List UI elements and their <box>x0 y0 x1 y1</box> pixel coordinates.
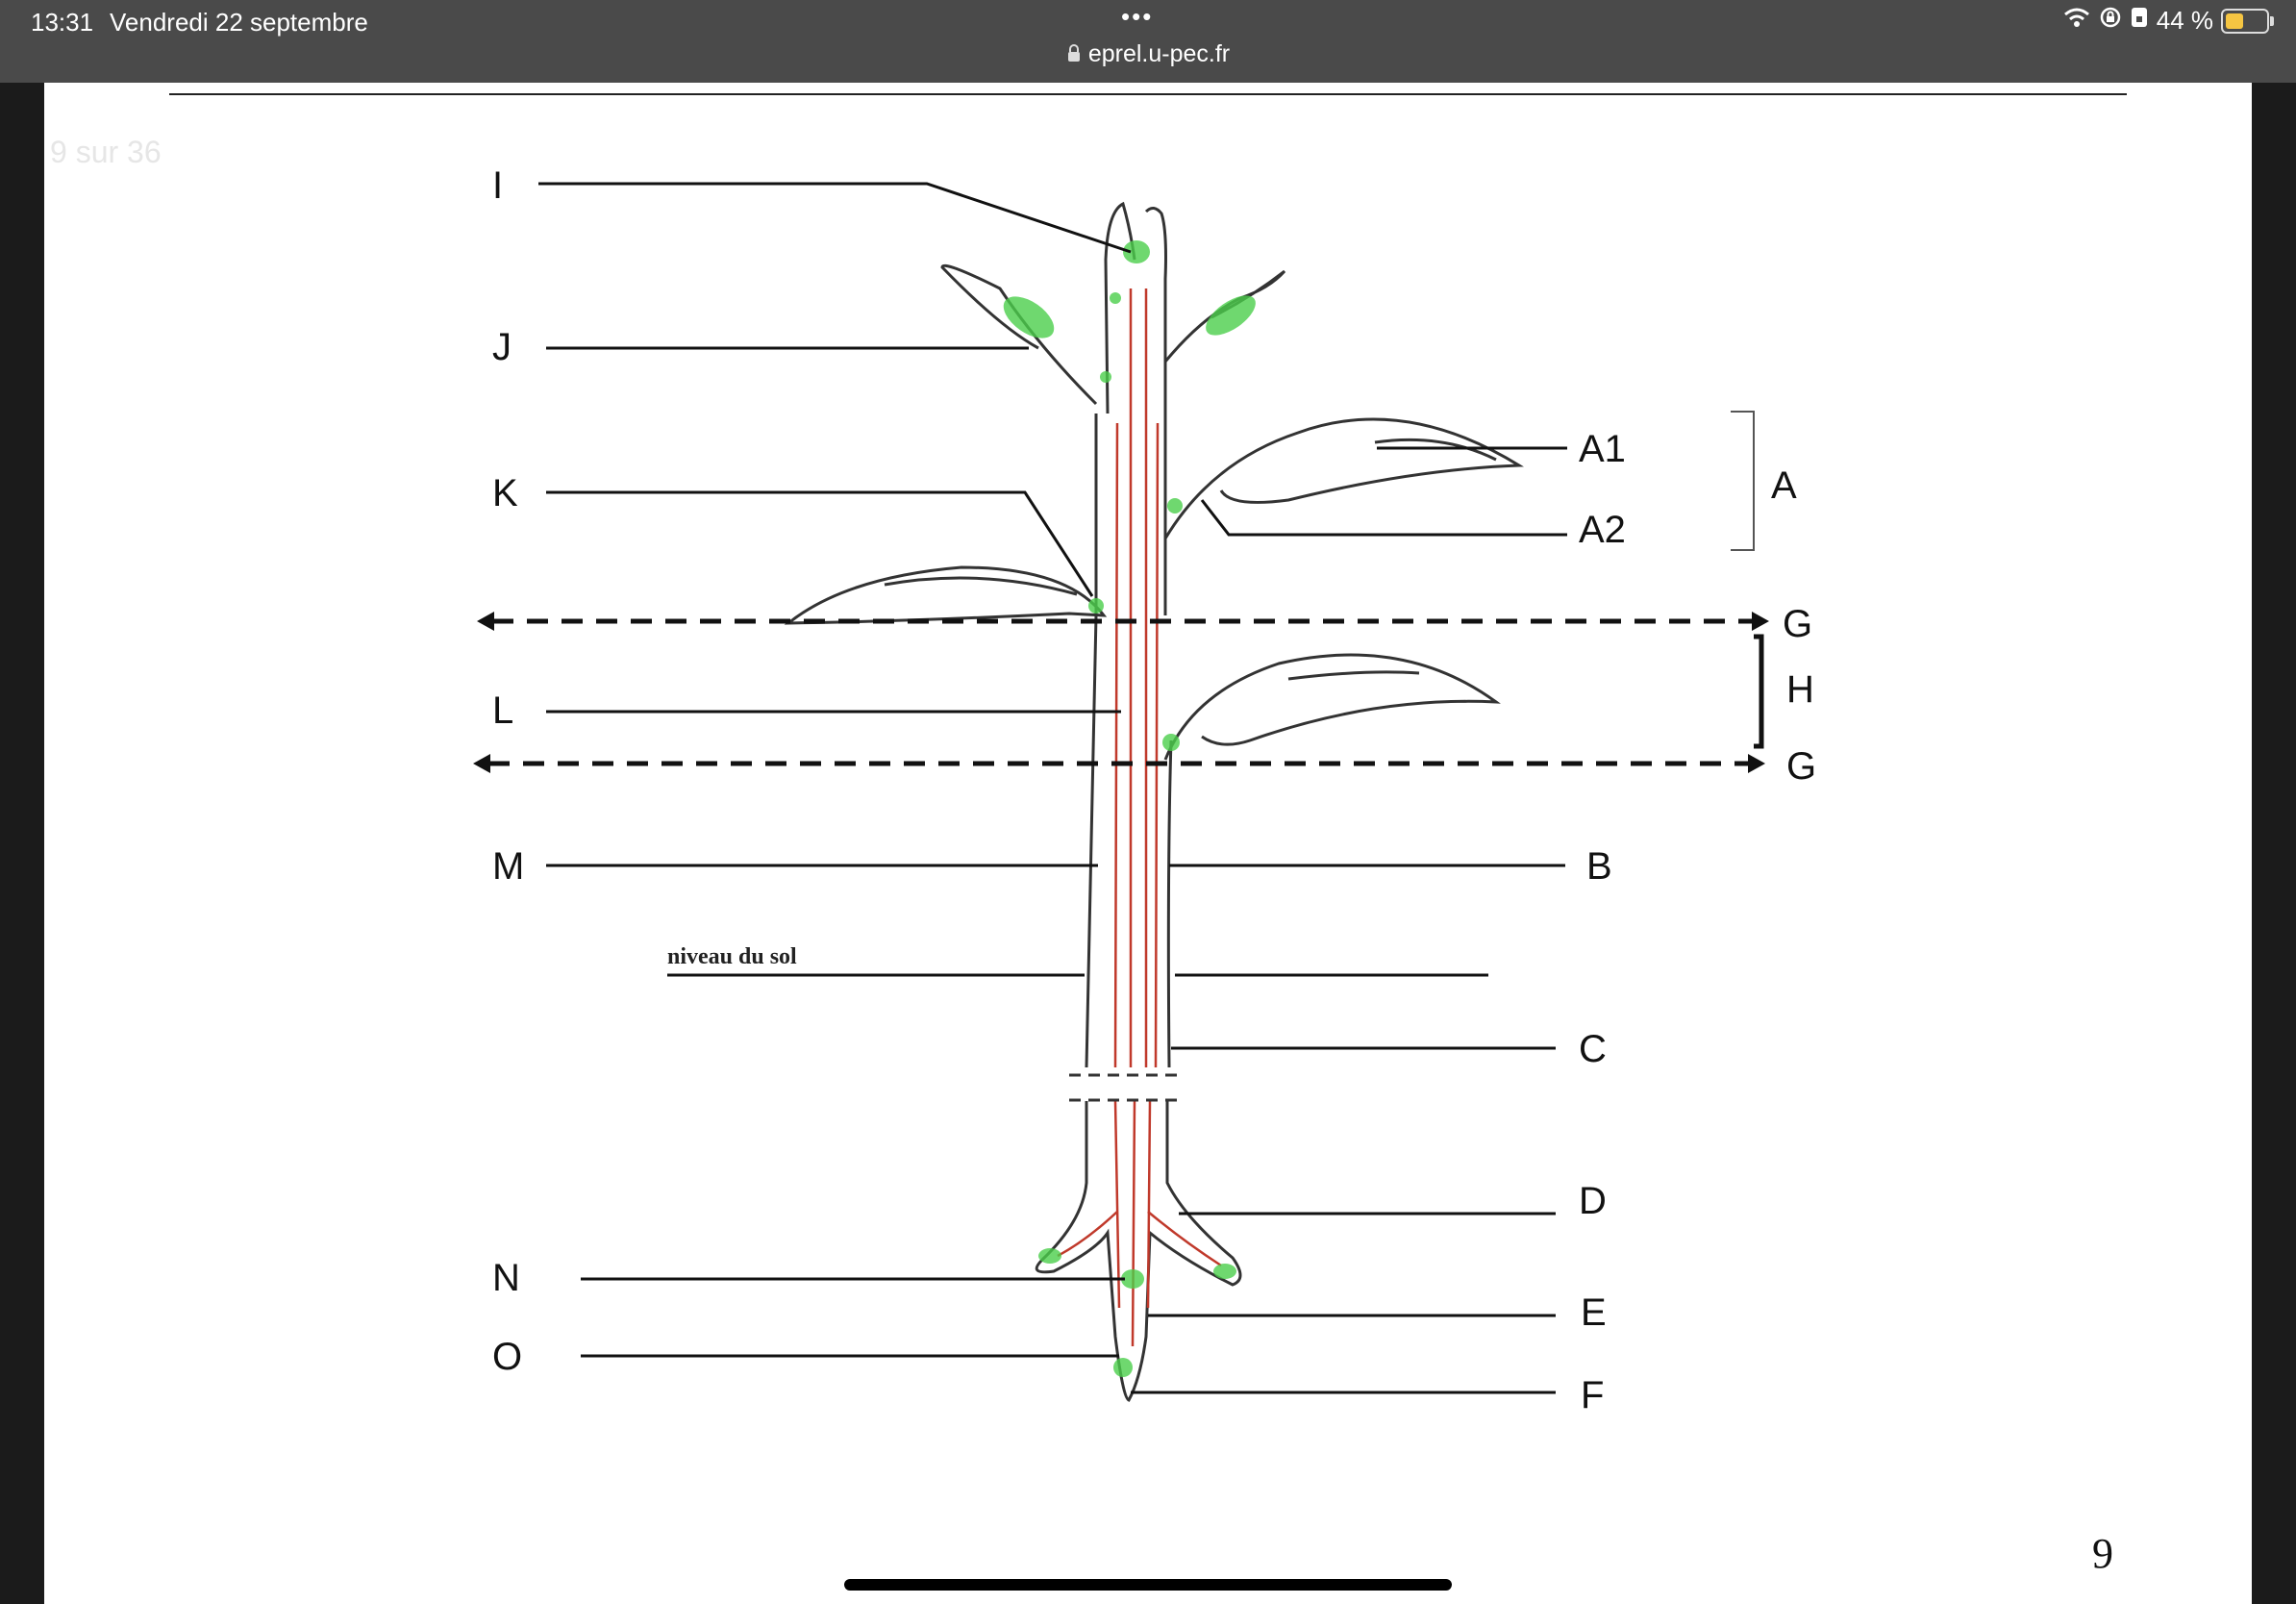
label-i: I <box>492 164 503 207</box>
status-bar: 13:31 Vendredi 22 septembre ••• eprel.u-… <box>0 0 2296 83</box>
pdf-page <box>44 83 2252 1604</box>
bracket-a <box>1731 411 1755 551</box>
ground-level-label: niveau du sol <box>667 944 797 969</box>
battery-percent: 44 % <box>2156 6 2213 35</box>
label-a2: A2 <box>1579 509 1626 551</box>
battery-icon <box>2221 8 2274 34</box>
wifi-icon <box>2062 6 2091 36</box>
address-bar[interactable]: eprel.u-pec.fr <box>0 40 2296 68</box>
leader-lines-left <box>538 182 1488 1358</box>
label-k: K <box>492 472 518 514</box>
label-b: B <box>1586 845 1612 888</box>
status-date: Vendredi 22 septembre <box>110 8 368 37</box>
g-lines <box>473 612 1769 773</box>
leaves <box>784 263 1524 761</box>
rotation-lock-icon <box>2099 6 2122 36</box>
bracket-h <box>1754 634 1764 749</box>
url-text: eprel.u-pec.fr <box>1087 40 1231 67</box>
stem <box>1035 201 1242 1402</box>
label-d: D <box>1579 1180 1607 1222</box>
status-time: 13:31 <box>31 8 94 37</box>
leader-lines-right <box>1131 446 1567 1394</box>
meristems <box>1003 240 1256 1377</box>
label-h: H <box>1786 668 1814 711</box>
label-m: M <box>492 845 524 888</box>
label-j: J <box>492 326 512 368</box>
page-number: 9 <box>2092 1530 2113 1577</box>
label-o: O <box>492 1336 522 1378</box>
label-f: F <box>1581 1374 1604 1416</box>
label-g-top: G <box>1783 603 1812 645</box>
label-e: E <box>1581 1291 1607 1334</box>
vascular-tissue <box>1057 288 1222 1347</box>
lock-icon <box>1066 40 1088 67</box>
label-n: N <box>492 1257 520 1299</box>
label-a: A <box>1771 464 1797 507</box>
home-indicator[interactable] <box>844 1579 1452 1591</box>
status-icons: 44 % <box>2062 6 2274 36</box>
label-g-bottom: G <box>1786 745 1816 788</box>
battery-lock-icon <box>2130 6 2149 36</box>
label-l: L <box>492 689 513 732</box>
label-a1: A1 <box>1579 428 1626 470</box>
label-c: C <box>1579 1028 1607 1070</box>
stem-cut <box>1069 1073 1181 1102</box>
page-counter: 9 sur 36 <box>50 135 162 169</box>
more-options-icon[interactable]: ••• <box>1121 2 1154 31</box>
